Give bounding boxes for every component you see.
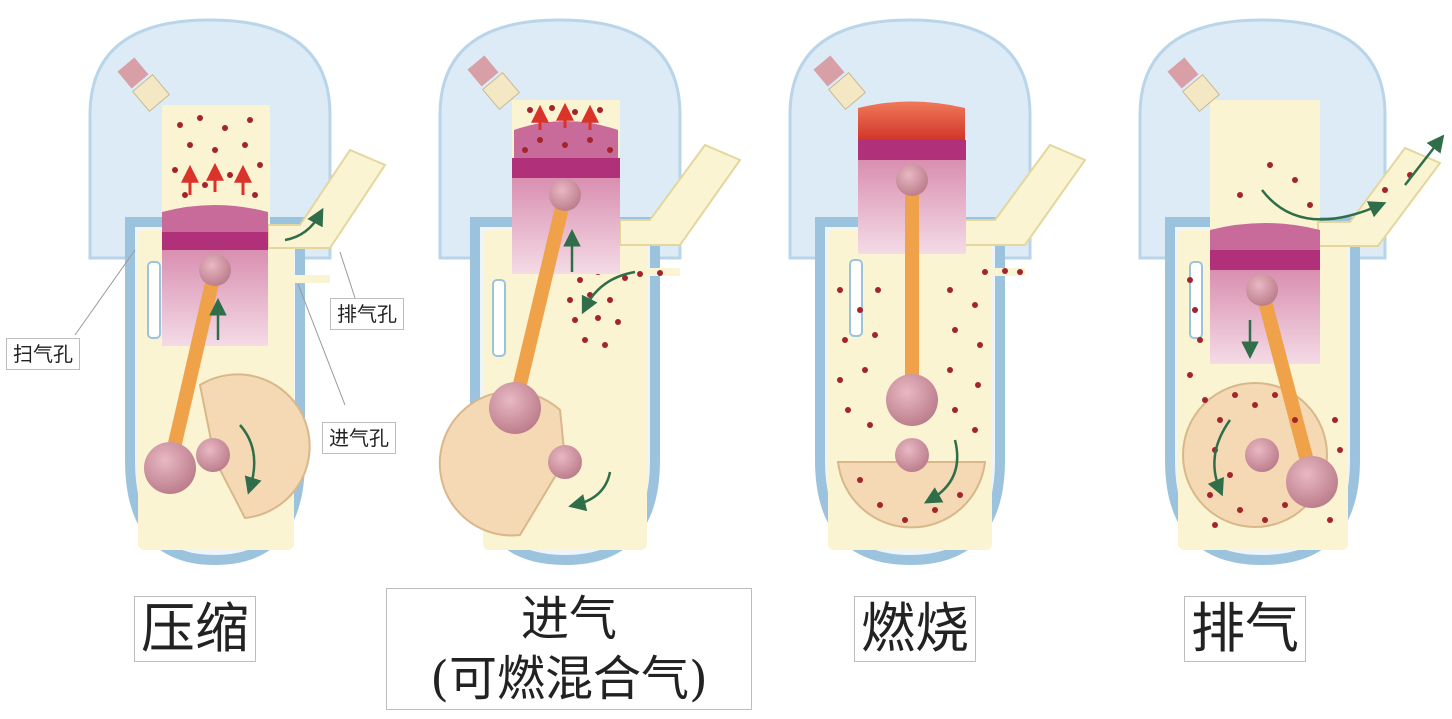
caption-intake-line1: 进气	[387, 589, 751, 649]
piston-ring	[1210, 250, 1320, 270]
wrist-pin	[549, 179, 581, 211]
crank-pin	[1286, 456, 1338, 508]
label-scavenge-port: 扫气孔	[6, 338, 80, 370]
leader-exhaust	[340, 252, 355, 298]
piston-crown	[162, 205, 268, 232]
wrist-pin	[199, 254, 231, 286]
caption-intake-line2: (可燃混合气)	[387, 649, 751, 709]
label-intake-port: 进气孔	[322, 422, 396, 454]
wrist-pin	[896, 164, 928, 196]
crankshaft	[1245, 438, 1279, 472]
piston-ring	[512, 158, 620, 178]
piston-ring	[858, 140, 966, 160]
stage-compression	[75, 20, 385, 560]
crank-pin	[489, 382, 541, 434]
combustion-flame	[858, 102, 965, 141]
stage-exhaust	[1140, 20, 1440, 560]
crankshaft	[196, 438, 230, 472]
caption-exhaust: 排气	[1184, 596, 1306, 662]
scavenge-channel	[148, 262, 160, 338]
crank-pin	[886, 374, 938, 426]
scavenge-channel	[850, 260, 862, 336]
caption-intake: 进气 (可燃混合气)	[386, 588, 752, 710]
crankshaft	[895, 438, 929, 472]
stage-intake	[440, 20, 740, 560]
crankshaft	[548, 445, 582, 479]
piston-crown	[1210, 223, 1320, 250]
caption-combustion: 燃烧	[854, 596, 976, 662]
scavenge-channel	[493, 280, 505, 356]
label-exhaust-port: 排气孔	[330, 298, 404, 330]
stage-combustion	[790, 20, 1085, 560]
caption-compression: 压缩	[134, 596, 256, 662]
scavenge-channel	[1190, 262, 1202, 338]
crank-pin	[144, 442, 196, 494]
piston-ring	[162, 232, 268, 250]
wrist-pin	[1246, 274, 1278, 306]
